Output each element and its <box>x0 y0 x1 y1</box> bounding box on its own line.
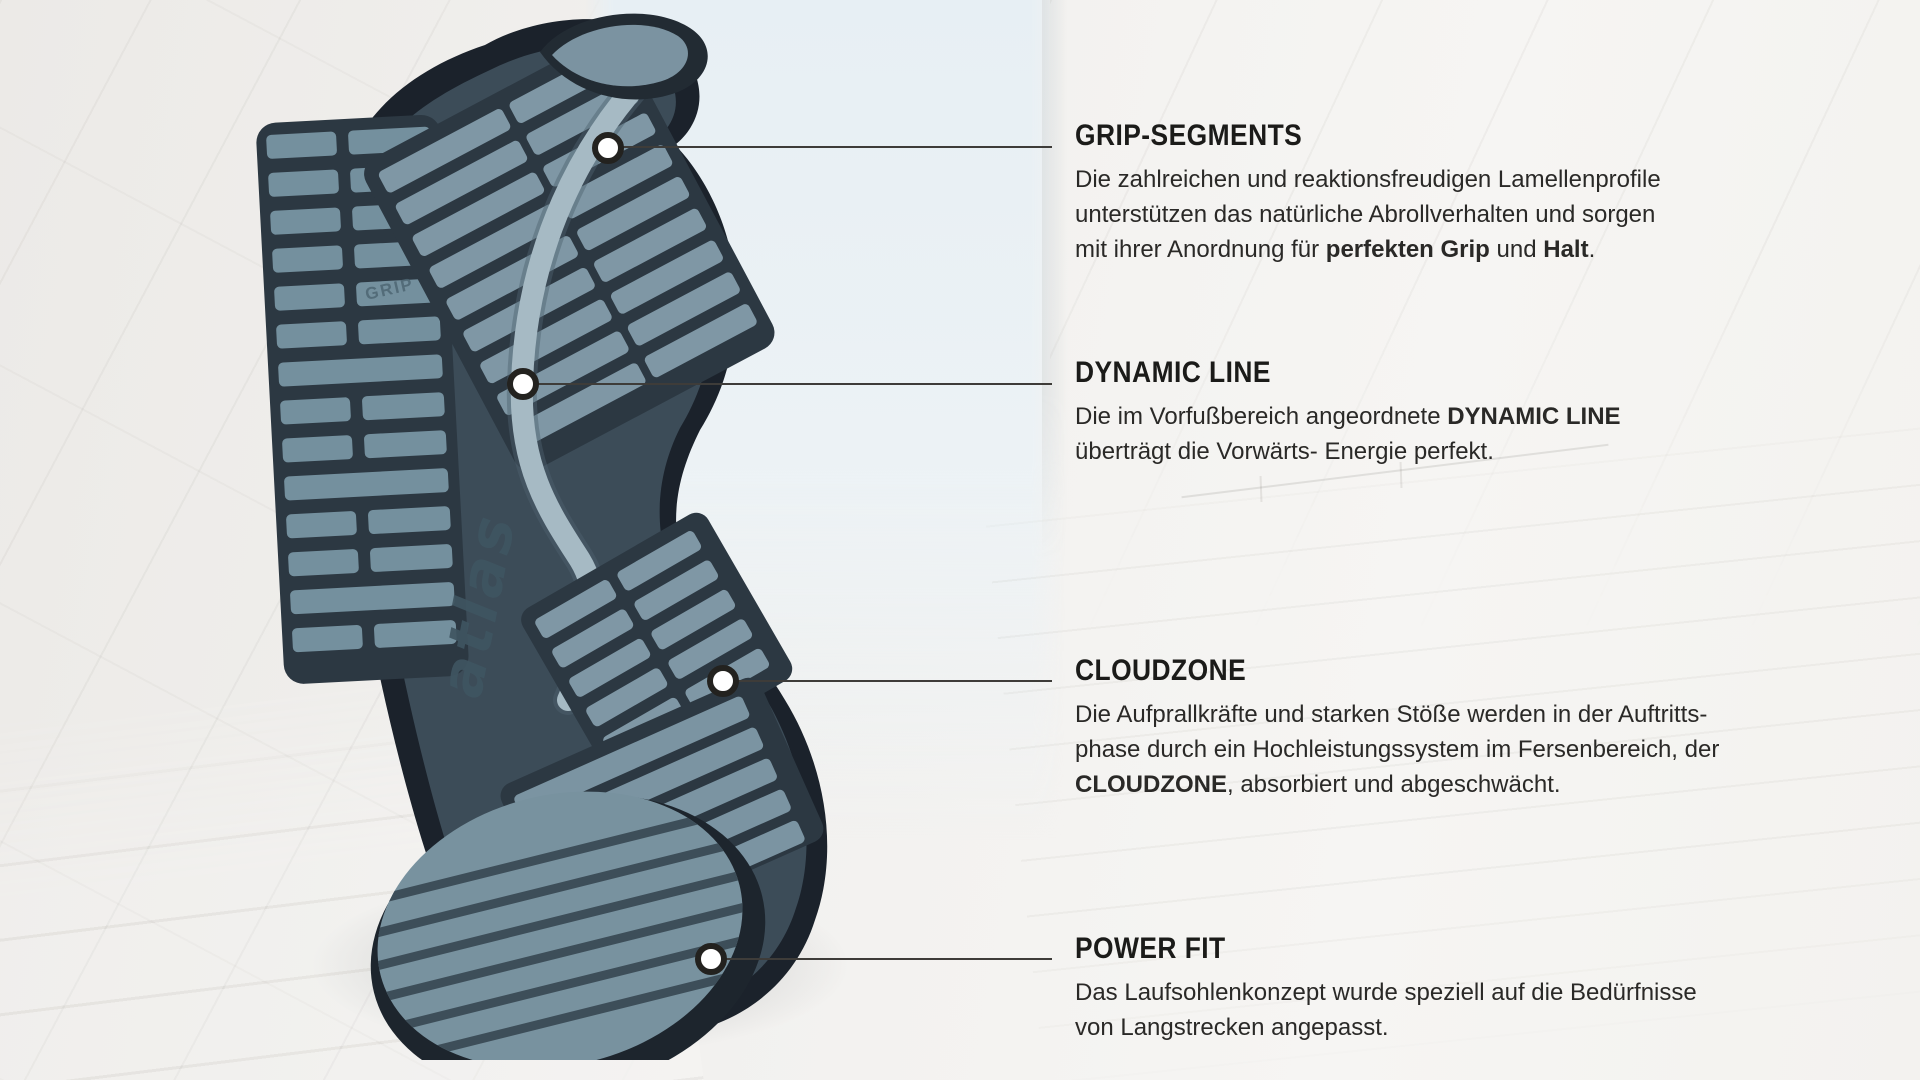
background-wall-right <box>1050 0 1920 640</box>
callout-dot-grip-segments <box>592 132 624 164</box>
callout-dot-cloudzone <box>707 665 739 697</box>
shoe-sole-illustration: GRIP atlas <box>256 13 828 1060</box>
callout-body: Die im Vorfußbereich angeordnete DYNAMIC… <box>1075 403 1621 465</box>
callout-line-cloudzone <box>723 680 1052 682</box>
callout-title: CLOUDZONE <box>1075 654 1247 687</box>
callout-title: GRIP-SEGMENTS <box>1075 119 1303 152</box>
background-handrail-post <box>1259 475 1263 503</box>
callout-power-fit: POWER FIT Das Laufsohlenkonzept wurde sp… <box>1075 933 1835 1045</box>
callout-grip-segments: GRIP-SEGMENTS Die zahlreichen und reakti… <box>1075 120 1835 267</box>
callout-title: POWER FIT <box>1075 932 1226 965</box>
callout-body: Das Laufsohlenkonzept wurde speziell auf… <box>1075 979 1697 1041</box>
callout-dot-dynamic-line <box>507 368 539 400</box>
callout-line-power-fit <box>711 958 1052 960</box>
callout-line-dynamic-line <box>523 383 1052 385</box>
callout-dot-power-fit <box>695 943 727 975</box>
callout-dynamic-line: DYNAMIC LINE Die im Vorfußbereich angeor… <box>1075 357 1835 469</box>
callout-line-grip-segments <box>608 146 1052 148</box>
callout-title: DYNAMIC LINE <box>1075 356 1271 389</box>
callout-body: Die zahlreichen und reaktionsfreudigen L… <box>1075 166 1661 263</box>
background-building-edge <box>1042 0 1068 560</box>
callout-body: Die Aufprallkräfte und starken Stöße wer… <box>1075 701 1720 798</box>
callout-cloudzone: CLOUDZONE Die Aufprallkräfte und starken… <box>1075 655 1835 802</box>
